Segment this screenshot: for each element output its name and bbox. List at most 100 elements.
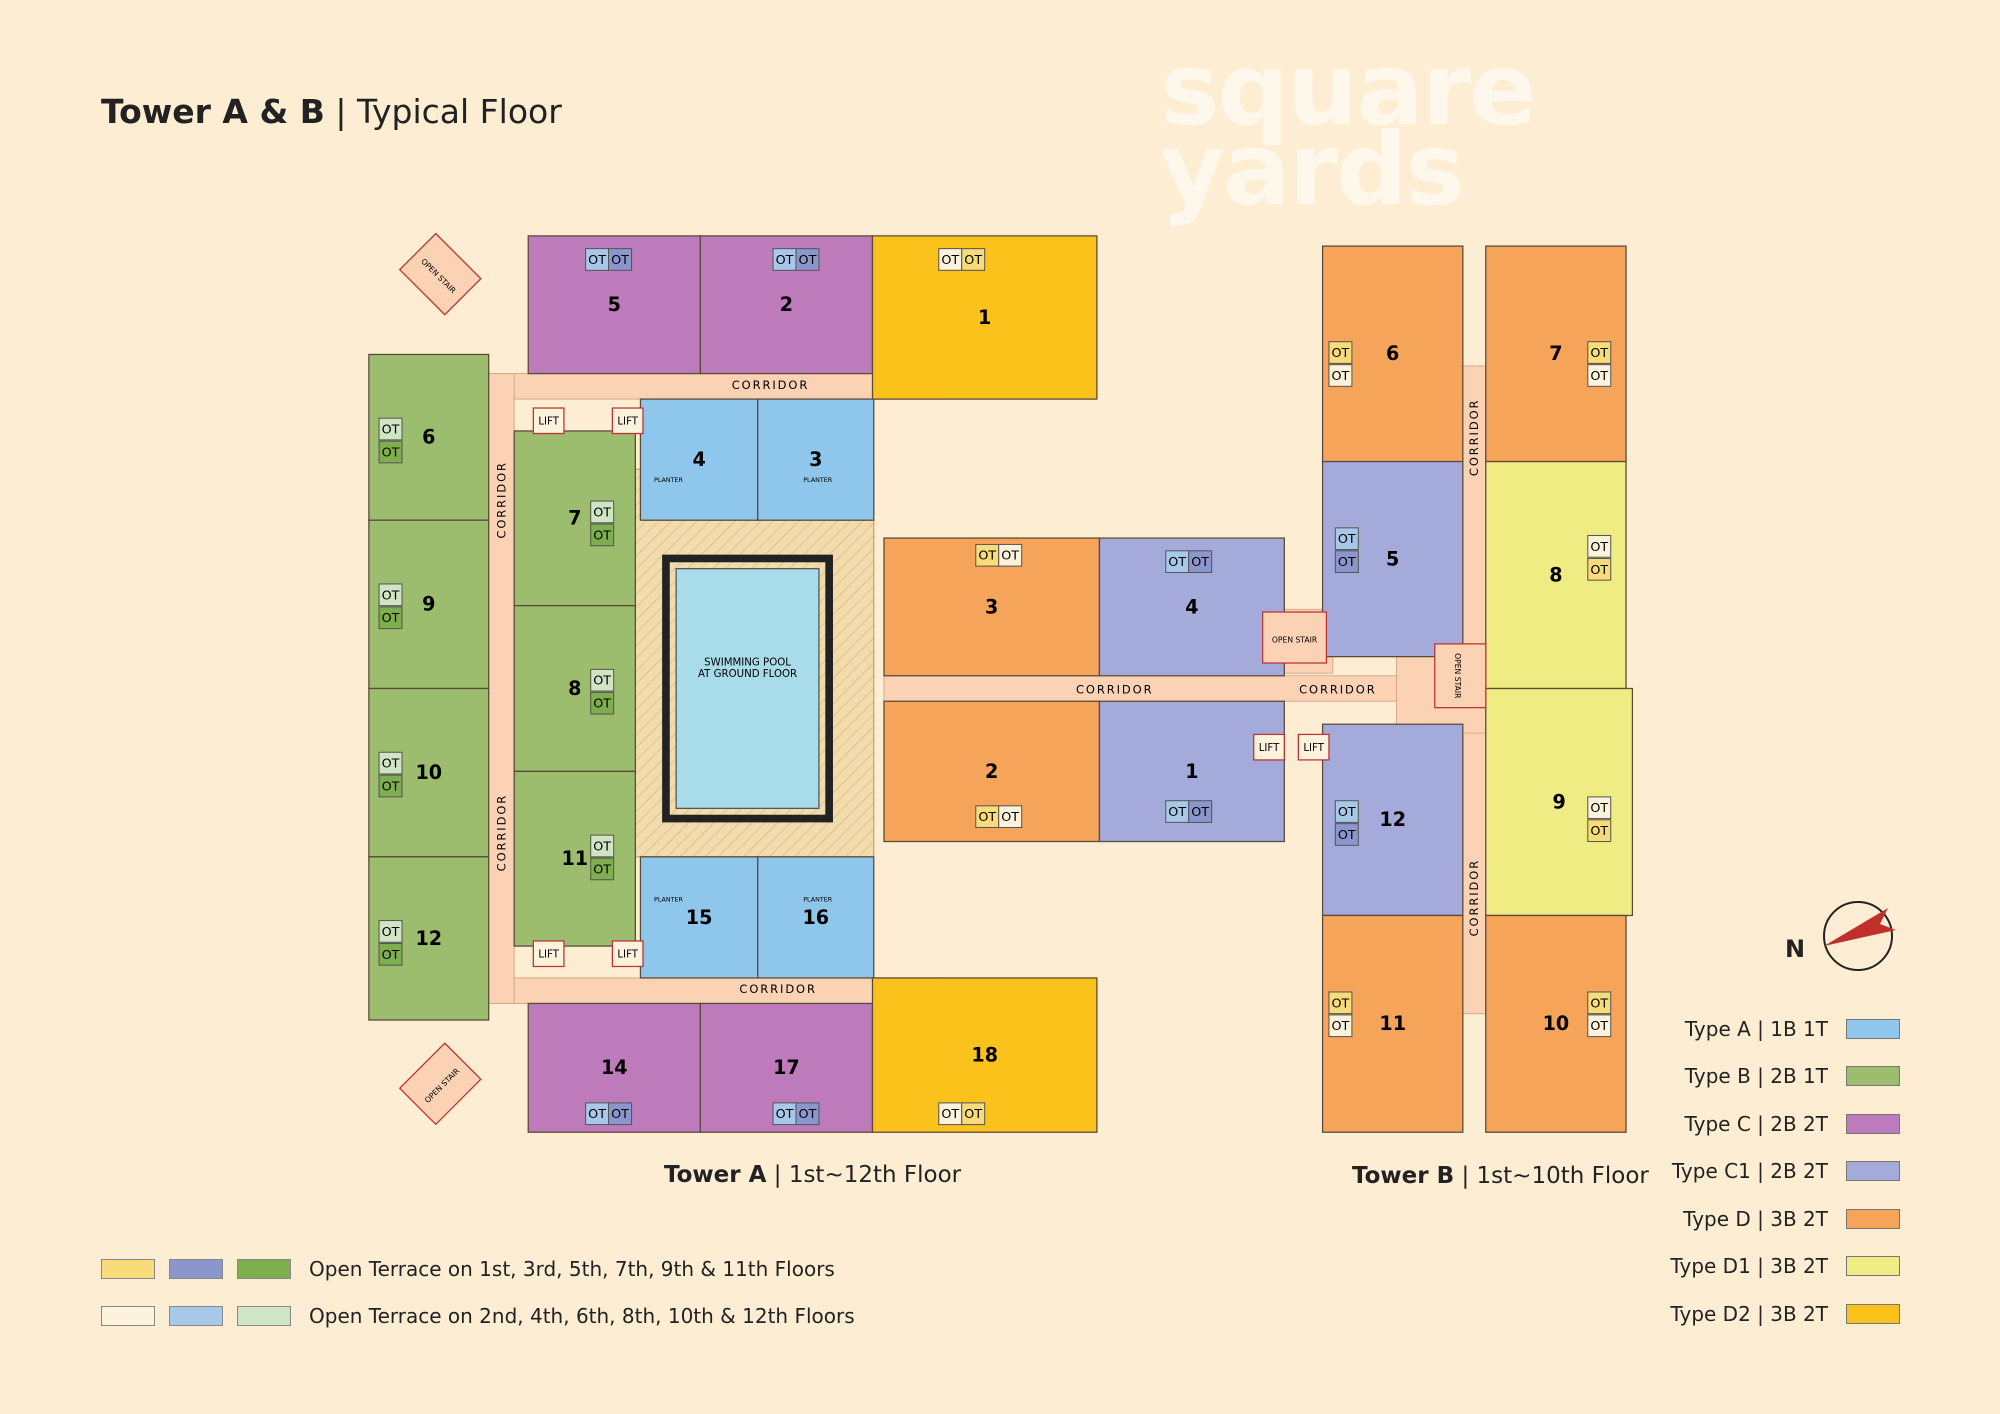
terrace-legend-row: Open Terrace on 1st, 3rd, 5th, 7th, 9th … [101, 1245, 855, 1292]
open-terrace-label: OT [588, 253, 606, 268]
lift [1297, 733, 1330, 761]
legend-type-A: Type A | 1B 1T [1640, 1005, 1900, 1053]
open-stair [398, 1042, 482, 1126]
legend-swatch [1846, 1161, 1900, 1182]
open-terrace [1587, 557, 1612, 581]
legend-type-label: Type C | 2B 2T [1684, 1111, 1828, 1136]
open-terrace [608, 248, 633, 271]
open-terrace [590, 857, 615, 881]
open-terrace-label: OT [1590, 824, 1608, 839]
open-terrace-label: OT [1338, 828, 1356, 843]
open-terrace [1334, 823, 1359, 846]
open-terrace [1188, 550, 1213, 573]
corridor-label: CORRIDOR [732, 378, 809, 392]
legend-type-label: Type D2 | 3B 2T [1670, 1301, 1828, 1326]
tower-a-unit-16 [757, 856, 875, 979]
unit-number: 1 [1185, 760, 1198, 783]
open-terrace-label: OT [1338, 805, 1356, 820]
open-terrace-label: OT [611, 1107, 629, 1122]
tower-a-unit-17 [699, 1002, 874, 1133]
terrace-legend: Open Terrace on 1st, 3rd, 5th, 7th, 9th … [101, 1245, 855, 1339]
open-terrace [795, 1102, 820, 1126]
legend-type-D2: Type D2 | 3B 2T [1640, 1290, 1900, 1338]
open-terrace-label: OT [776, 253, 794, 268]
legend-type-label: Type D1 | 3B 2T [1670, 1254, 1828, 1279]
open-terrace-label: OT [593, 839, 611, 854]
tower-a-caption: Tower A | 1st~12th Floor [664, 1162, 962, 1188]
unit-number: 7 [568, 507, 581, 530]
corridor-label: CORRIDOR [1076, 683, 1153, 697]
unit-number: 10 [415, 761, 442, 784]
unit-number: 6 [1386, 342, 1399, 365]
unit-number: 7 [1549, 342, 1562, 365]
open-terrace-label: OT [1590, 369, 1608, 384]
corridor-label: CORRIDOR [494, 461, 508, 538]
open-terrace [1328, 341, 1353, 364]
open-terrace-label: OT [588, 1107, 606, 1122]
open-terrace-label: OT [382, 948, 400, 963]
legend-swatch [1846, 1256, 1900, 1277]
open-terrace [378, 583, 403, 607]
planter-label: PLANTER [654, 476, 684, 484]
tower-a-unit-8 [513, 604, 636, 773]
open-terrace [1328, 1014, 1353, 1038]
open-terrace-label: OT [593, 697, 611, 712]
tower-a-unit-7 [513, 430, 636, 607]
open-terrace-label: OT [382, 423, 400, 438]
open-terrace-label: OT [1590, 1019, 1608, 1034]
open-terrace-label: OT [382, 925, 400, 940]
open-terrace-label: OT [593, 505, 611, 520]
open-terrace-label: OT [382, 588, 400, 603]
pool-label: SWIMMING POOL [704, 658, 791, 669]
legend-type-label: Type A | 1B 1T [1684, 1016, 1828, 1041]
open-terrace [1188, 800, 1213, 823]
legend-type-label: Type C1 | 2B 2T [1671, 1159, 1828, 1184]
open-terrace-label: OT [1168, 555, 1186, 570]
open-terrace-label: OT [799, 1107, 817, 1122]
terrace-legend-label: Open Terrace on 2nd, 4th, 6th, 8th, 10th… [309, 1303, 855, 1328]
lift [1253, 733, 1285, 761]
unit-number: 4 [1185, 595, 1198, 618]
open-terrace-label: OT [1332, 996, 1350, 1011]
pool-border [662, 554, 833, 823]
corridor-label: CORRIDOR [494, 794, 508, 871]
open-terrace [590, 500, 615, 524]
open-terrace-label: OT [1332, 1019, 1350, 1034]
lift [611, 940, 644, 968]
legend-swatch [101, 1305, 155, 1326]
legend-swatch [101, 1258, 155, 1279]
legend-swatch [1846, 1066, 1900, 1087]
open-terrace [998, 543, 1023, 567]
open-terrace-label: OT [1590, 996, 1608, 1011]
open-terrace-label: OT [382, 757, 400, 772]
open-terrace-label: OT [978, 549, 996, 564]
unit-number: 9 [422, 593, 435, 616]
tower-a-unit-4 [639, 398, 759, 521]
open-terrace-label: OT [941, 1107, 959, 1122]
open-terrace [378, 417, 403, 441]
open-terrace-label: OT [776, 1107, 794, 1122]
planter-label: PLANTER [803, 895, 833, 903]
unit-number: 8 [568, 677, 581, 700]
legend-swatch [237, 1258, 291, 1279]
open-terrace [1587, 534, 1612, 558]
terrace-legend-label: Open Terrace on 1st, 3rd, 5th, 7th, 9th … [309, 1256, 835, 1281]
corridor-label: CORRIDOR [739, 982, 816, 996]
open-terrace-label: OT [1191, 555, 1209, 570]
open-terrace [608, 1102, 633, 1126]
legend-swatch [1846, 1113, 1900, 1134]
unit-number: 1 [978, 306, 991, 329]
legend-type-D1: Type D1 | 3B 2T [1640, 1243, 1900, 1291]
open-terrace [1587, 341, 1612, 364]
open-terrace [1334, 800, 1359, 823]
open-terrace [1334, 550, 1359, 573]
open-terrace [998, 805, 1023, 828]
unit-number: 11 [1379, 1012, 1406, 1035]
open-terrace-label: OT [1338, 555, 1356, 570]
unit-number: 5 [1386, 547, 1399, 570]
lift-label: LIFT [1259, 743, 1280, 754]
open-terrace-label: OT [382, 780, 400, 795]
terrace-legend-row: Open Terrace on 2nd, 4th, 6th, 8th, 10th… [101, 1292, 855, 1339]
